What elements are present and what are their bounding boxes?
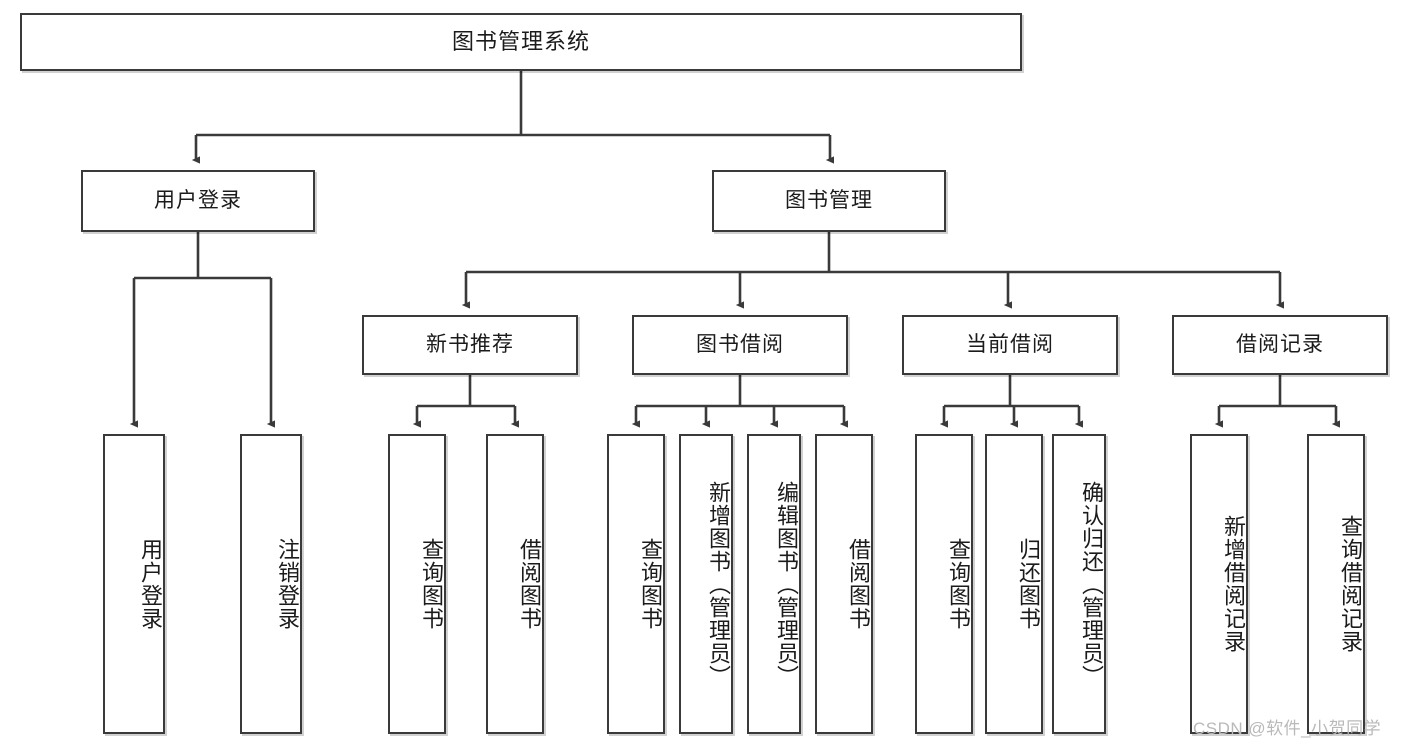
- leaf-user-login[interactable]: 用户登录: [103, 434, 165, 734]
- leaf-logout-login[interactable]: 注销登录: [240, 434, 302, 734]
- node-label: 查询图书: [419, 538, 444, 630]
- node-label: 图书管理: [785, 188, 873, 212]
- leaf-query-book-newbook[interactable]: 查询图书: [388, 434, 446, 734]
- node-label: 用户登录: [154, 188, 242, 212]
- node-label: 借阅记录: [1236, 332, 1324, 356]
- node-user-login[interactable]: 用户登录: [81, 170, 315, 232]
- leaf-return-book[interactable]: 归还图书: [985, 434, 1043, 734]
- leaf-lend-book[interactable]: 借阅图书: [815, 434, 873, 734]
- leaf-confirm-return-admin[interactable]: 确认归还（管理员）: [1052, 434, 1106, 734]
- node-label: 查询借阅记录: [1338, 515, 1363, 653]
- node-label: 借阅图书: [846, 538, 871, 630]
- node-label: 当前借阅: [966, 332, 1054, 356]
- node-label: 图书管理系统: [451, 29, 590, 55]
- node-book-management[interactable]: 图书管理: [712, 170, 946, 232]
- node-root-system[interactable]: 图书管理系统: [20, 13, 1022, 71]
- node-current-borrow[interactable]: 当前借阅: [902, 315, 1118, 375]
- leaf-query-borrow-record[interactable]: 查询借阅记录: [1307, 434, 1365, 734]
- node-label: 新书推荐: [426, 332, 514, 356]
- leaf-query-book-current[interactable]: 查询图书: [915, 434, 973, 734]
- node-label: 查询图书: [638, 538, 663, 630]
- node-label: 查询图书: [946, 538, 971, 630]
- node-label: 确认归还（管理员）: [1079, 480, 1104, 688]
- leaf-query-book-borrow[interactable]: 查询图书: [607, 434, 665, 734]
- node-book-borrow[interactable]: 图书借阅: [632, 315, 848, 375]
- node-label: 借阅图书: [517, 538, 542, 630]
- leaf-add-borrow-record[interactable]: 新增借阅记录: [1190, 434, 1248, 734]
- node-new-book-recommend[interactable]: 新书推荐: [362, 315, 578, 375]
- node-label: 新增借阅记录: [1221, 515, 1246, 653]
- node-label: 编辑图书（管理员）: [774, 480, 799, 688]
- node-borrow-records[interactable]: 借阅记录: [1172, 315, 1388, 375]
- node-label: 新增图书（管理员）: [706, 480, 731, 688]
- leaf-add-book-admin[interactable]: 新增图书（管理员）: [679, 434, 733, 734]
- leaf-borrow-book-newbook[interactable]: 借阅图书: [486, 434, 544, 734]
- node-label: 归还图书: [1016, 538, 1041, 630]
- node-label: 用户登录: [138, 538, 163, 630]
- leaf-edit-book-admin[interactable]: 编辑图书（管理员）: [747, 434, 801, 734]
- node-label: 图书借阅: [696, 332, 784, 356]
- node-label: 注销登录: [275, 538, 300, 630]
